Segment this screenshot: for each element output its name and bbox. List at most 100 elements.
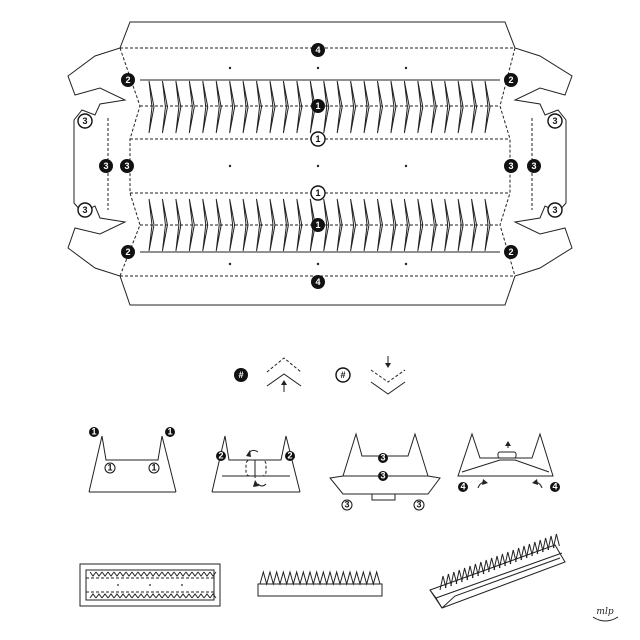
perspective-tooth bbox=[477, 561, 485, 577]
top-view-mark bbox=[137, 571, 145, 577]
step1-marker-top-left: 1 bbox=[89, 427, 99, 437]
tooth-cut bbox=[282, 80, 289, 134]
perspective-tooth bbox=[471, 563, 479, 579]
side-view-teeth bbox=[259, 570, 381, 586]
top-view-mark bbox=[125, 571, 133, 577]
svg-text:3: 3 bbox=[124, 161, 129, 171]
perspective-tooth bbox=[531, 541, 539, 557]
tooth-cut bbox=[484, 80, 491, 134]
top-view-mark bbox=[119, 593, 127, 599]
perspective-tooth bbox=[547, 535, 555, 551]
valley-fold-icon bbox=[370, 356, 406, 395]
perspective-tooth bbox=[525, 543, 533, 559]
top-view-mark bbox=[95, 593, 103, 599]
top-view-mark bbox=[185, 571, 193, 577]
top-view-mark bbox=[101, 593, 109, 599]
marker-1-outline-lower: 1 bbox=[310, 185, 326, 201]
step2-marker-left: 2 bbox=[216, 451, 226, 461]
tooth-cut bbox=[188, 198, 195, 252]
tooth-cut bbox=[309, 80, 316, 134]
svg-text:1: 1 bbox=[315, 220, 320, 230]
tooth-cut bbox=[309, 198, 316, 252]
marker-2-bottom-right: 2 bbox=[504, 245, 518, 259]
perspective-tooth bbox=[444, 573, 452, 589]
top-view-mark bbox=[107, 571, 115, 577]
tooth-cut bbox=[457, 80, 464, 134]
tooth-cut bbox=[202, 80, 209, 134]
punch-dot bbox=[404, 262, 408, 266]
tooth-cut bbox=[403, 80, 410, 134]
top-view-mark bbox=[203, 593, 211, 599]
finished-perspective-view bbox=[429, 533, 566, 609]
svg-text:2: 2 bbox=[218, 451, 223, 461]
svg-text:3: 3 bbox=[380, 471, 385, 481]
tooth-cut bbox=[417, 198, 424, 252]
svg-text:2: 2 bbox=[508, 75, 513, 85]
tooth-cut bbox=[363, 80, 370, 134]
perspective-tooth bbox=[552, 533, 560, 549]
svg-text:3: 3 bbox=[82, 205, 87, 215]
signature-logo: mlp bbox=[592, 607, 619, 622]
svg-text:3: 3 bbox=[508, 161, 513, 171]
perspective-tooth bbox=[461, 567, 469, 583]
top-view-mark bbox=[161, 571, 169, 577]
mountain-fold-icon bbox=[266, 357, 302, 392]
step1-marker-mid-left: 1 bbox=[104, 462, 116, 474]
tooth-cut bbox=[323, 198, 330, 252]
top-view-mark bbox=[137, 593, 145, 599]
tooth-cut bbox=[256, 198, 263, 252]
teeth-row-upper bbox=[148, 80, 491, 134]
step2-marker-right: 2 bbox=[285, 451, 295, 461]
svg-text:1: 1 bbox=[167, 427, 172, 437]
svg-text:2: 2 bbox=[287, 451, 292, 461]
tooth-cut bbox=[471, 80, 478, 134]
teeth-row-lower bbox=[148, 198, 491, 252]
perspective-tooth bbox=[515, 547, 523, 563]
tooth-cut bbox=[282, 198, 289, 252]
svg-text:3: 3 bbox=[380, 453, 385, 463]
step4-marker-right: 4 bbox=[550, 482, 560, 492]
svg-text:4: 4 bbox=[552, 482, 557, 492]
tooth-cut bbox=[202, 198, 209, 252]
tooth-cut bbox=[188, 80, 195, 134]
top-view-mark bbox=[191, 593, 199, 599]
tooth-cut bbox=[215, 80, 222, 134]
svg-text:1: 1 bbox=[315, 188, 320, 198]
top-view-mark bbox=[125, 593, 133, 599]
perspective-tooth bbox=[488, 557, 496, 573]
tooth-cut bbox=[323, 80, 330, 134]
svg-text:3: 3 bbox=[552, 205, 557, 215]
legend-valley-marker: # bbox=[335, 367, 351, 383]
top-view-mark bbox=[119, 571, 127, 577]
step-1-diagram: 1 1 1 1 bbox=[88, 427, 177, 493]
tooth-cut bbox=[403, 198, 410, 252]
marker-3-outline-tl: 3 bbox=[77, 113, 93, 129]
tooth-cut bbox=[390, 80, 397, 134]
marker-2-bottom-left: 2 bbox=[121, 245, 135, 259]
step-4-diagram: 4 4 bbox=[457, 432, 560, 492]
perspective-tooth bbox=[520, 545, 528, 561]
tooth-cut bbox=[242, 80, 249, 134]
top-view-mark bbox=[89, 571, 97, 577]
marker-4-bottom: 4 bbox=[311, 275, 325, 289]
top-view-mark bbox=[173, 593, 181, 599]
punch-dot bbox=[316, 164, 320, 168]
svg-text:1: 1 bbox=[107, 463, 112, 473]
svg-text:1: 1 bbox=[315, 134, 320, 144]
top-view-mark bbox=[155, 571, 163, 577]
top-view-mark bbox=[131, 593, 139, 599]
perspective-tooth bbox=[439, 575, 447, 591]
top-view-mark bbox=[149, 593, 157, 599]
top-view-mark bbox=[179, 571, 187, 577]
punch-dot bbox=[228, 164, 232, 168]
tooth-cut bbox=[161, 80, 168, 134]
tooth-cut bbox=[175, 198, 182, 252]
tooth-cut bbox=[242, 198, 249, 252]
tooth-cut bbox=[148, 198, 155, 252]
marker-3-outline-tr: 3 bbox=[547, 113, 563, 129]
tooth-cut bbox=[376, 198, 383, 252]
top-view-mark bbox=[209, 571, 217, 577]
marker-3-left-b: 3 bbox=[120, 159, 134, 173]
svg-text:1: 1 bbox=[151, 463, 156, 473]
step3-marker-bottom-left: 3 bbox=[341, 499, 353, 511]
